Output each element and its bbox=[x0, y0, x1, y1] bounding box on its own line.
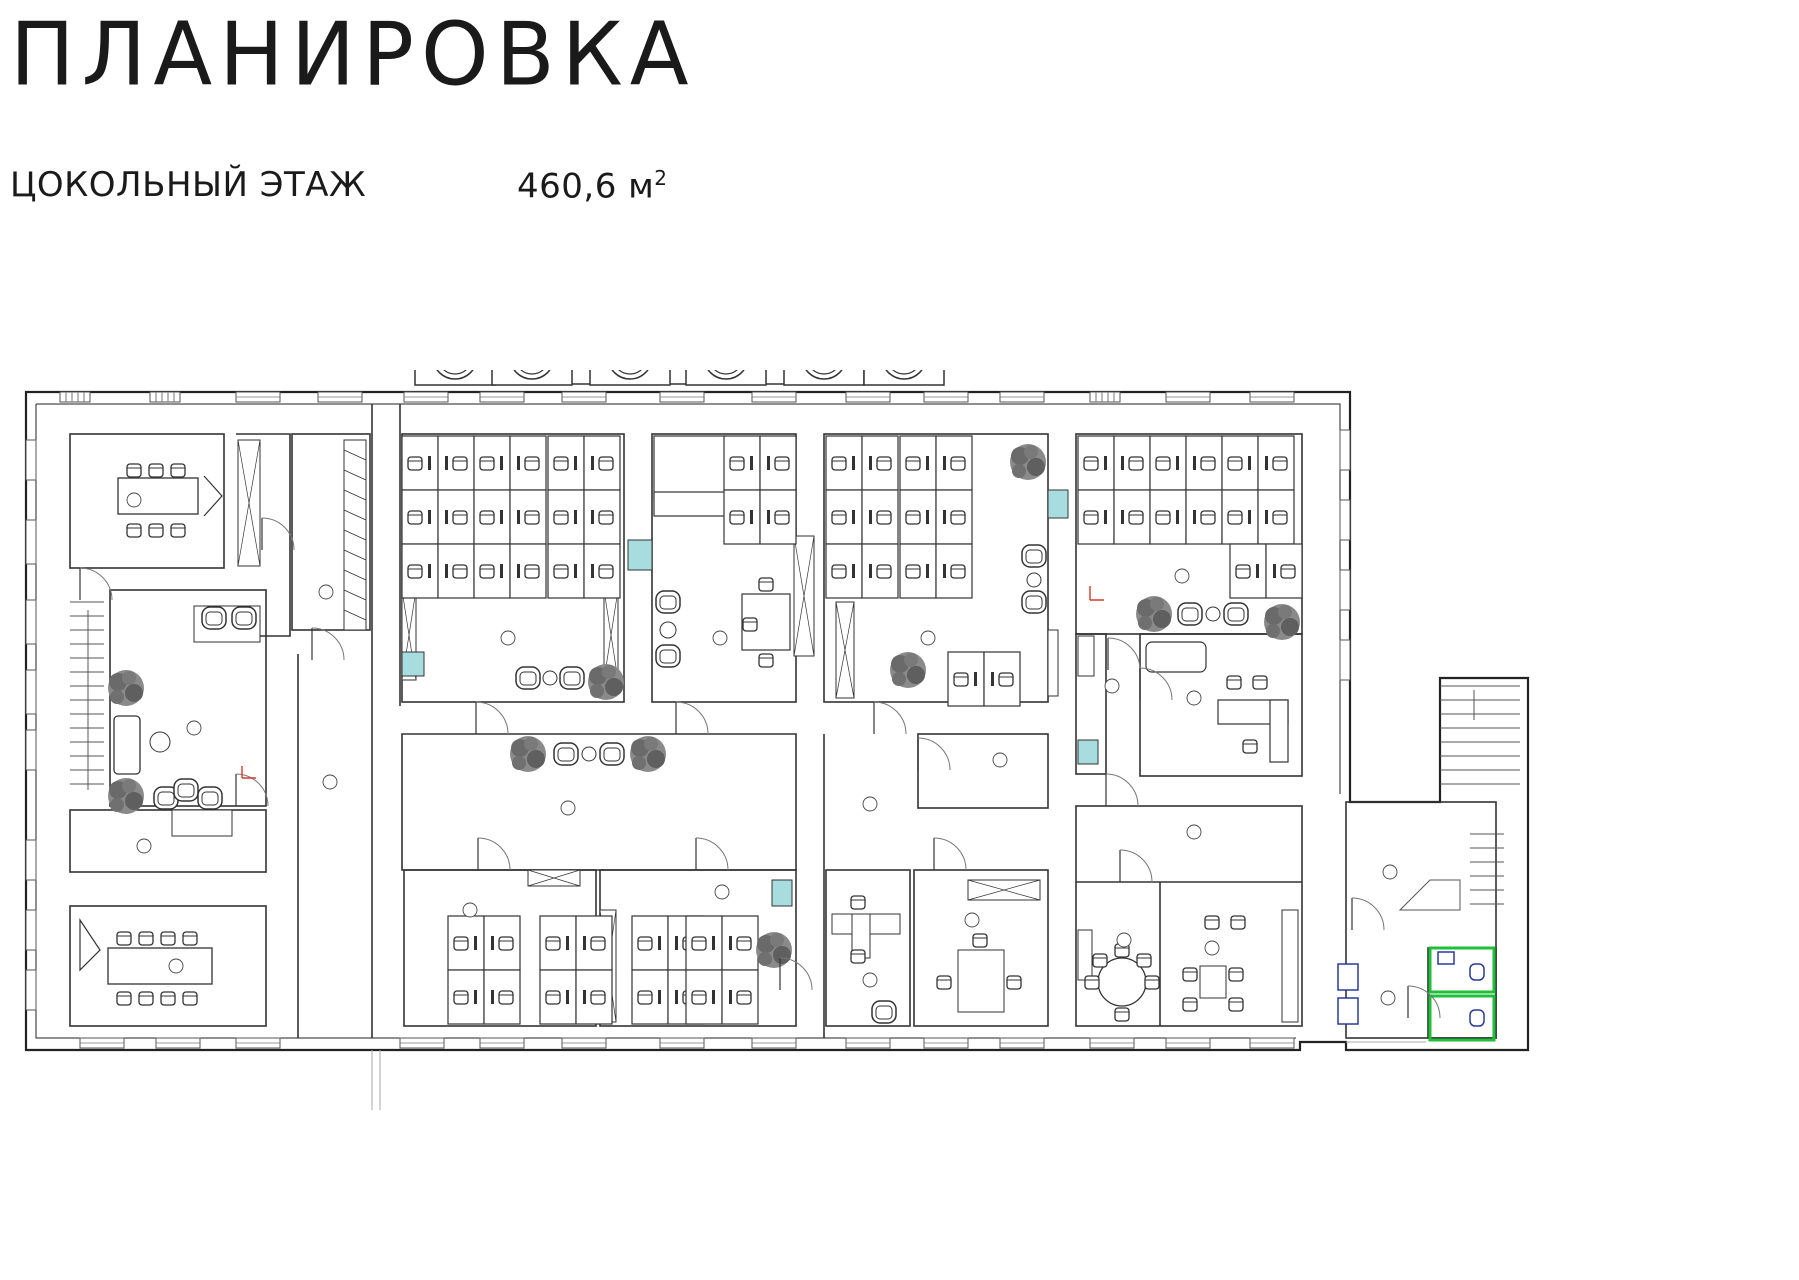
copier-equipment bbox=[401, 489, 1099, 907]
skylight-icon bbox=[863, 370, 945, 386]
floor-label: ЦОКОЛЬНЫЙ ЭТАЖ bbox=[10, 165, 367, 205]
workstations-office-3 bbox=[826, 436, 1047, 706]
potted-plant-icon bbox=[890, 652, 926, 688]
potted-plant-icon bbox=[108, 778, 144, 814]
potted-plant-icon bbox=[1010, 444, 1046, 480]
workstations-office-4 bbox=[1078, 436, 1302, 626]
door-swing-icon bbox=[917, 737, 951, 771]
window-strip-sides bbox=[25, 429, 1351, 1011]
stairs-left bbox=[70, 601, 104, 790]
wc-cabins bbox=[1428, 946, 1496, 1042]
sink-icon bbox=[1337, 963, 1359, 991]
potted-plant-icon bbox=[108, 670, 144, 706]
sink-icon bbox=[1437, 951, 1455, 965]
potted-plant-icon bbox=[630, 736, 666, 772]
room-markers bbox=[126, 492, 1398, 1006]
potted-plant-icon bbox=[510, 736, 546, 772]
door-swing-icon bbox=[475, 701, 509, 735]
skylight-icon bbox=[491, 370, 573, 386]
door-swing-icon bbox=[1119, 849, 1153, 883]
entry-markers bbox=[241, 586, 1104, 779]
director-office-furniture bbox=[1145, 641, 1289, 763]
door-swing-icon bbox=[1105, 773, 1139, 807]
potted-plant-icon bbox=[588, 664, 624, 700]
skylight-icon bbox=[685, 370, 767, 386]
floor-area-unit: 2 bbox=[654, 166, 668, 190]
storage-rack bbox=[343, 439, 367, 631]
door-swing-icon bbox=[1107, 637, 1141, 671]
floor-area-value: 460,6 м bbox=[517, 166, 655, 207]
potted-plant-icon bbox=[1264, 604, 1300, 640]
door-swing-icon bbox=[695, 837, 729, 871]
door-swing-icon bbox=[235, 773, 269, 807]
door-swing-icon bbox=[79, 567, 113, 601]
stairs-right bbox=[1398, 685, 1520, 911]
door-swing-icon bbox=[477, 837, 511, 871]
workstations-office-1 bbox=[402, 436, 620, 598]
potted-plant-icon bbox=[756, 932, 792, 968]
window-strip-top bbox=[59, 391, 1295, 403]
door-swing-icon bbox=[873, 701, 907, 735]
lounge-furniture bbox=[515, 666, 625, 766]
toilet-icon bbox=[1469, 1009, 1485, 1027]
skylight-icon bbox=[414, 370, 496, 386]
floor-area: 460,6 м2 bbox=[517, 168, 668, 203]
door-swing-icon bbox=[1139, 667, 1173, 701]
workstations-office-2 bbox=[653, 435, 796, 668]
lobby-furniture bbox=[113, 605, 261, 837]
skylight-icon bbox=[783, 370, 865, 386]
door-swing-icon bbox=[311, 627, 345, 661]
toilet-icon bbox=[1469, 963, 1485, 981]
sink-icon bbox=[1337, 997, 1359, 1025]
exterior-lines bbox=[371, 1041, 1426, 1110]
window-strip-bottom bbox=[79, 1037, 1295, 1049]
meeting-room-2 bbox=[79, 918, 213, 1006]
door-swing-icon bbox=[675, 701, 709, 735]
door-swing-icon bbox=[1351, 897, 1385, 931]
potted-plant-icon bbox=[1136, 596, 1172, 632]
door-swing-icon bbox=[933, 837, 967, 871]
floor-plan bbox=[24, 370, 1530, 1110]
small-office-furniture bbox=[831, 895, 1246, 1024]
skylight-icon bbox=[589, 370, 671, 386]
page-title: ПЛАНИРОВКА bbox=[10, 3, 696, 106]
wc-fixtures bbox=[1337, 951, 1485, 1027]
workstations-office-5 bbox=[448, 916, 758, 1024]
